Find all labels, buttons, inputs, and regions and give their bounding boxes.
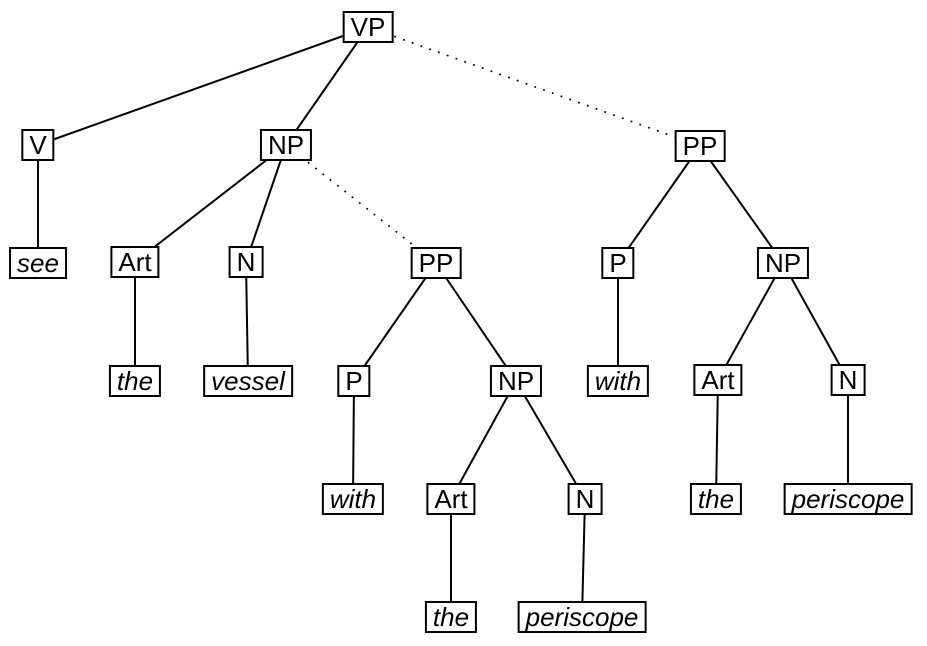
tree-edge-np3-art3 [717,262,784,381]
tree-node-with1: with [321,483,385,515]
tree-node-art1: Art [110,246,160,278]
tree-edge-vp-v [37,26,369,146]
tree-node-pp1: PP [410,247,462,279]
tree-edge-np1-pp1-dotted [285,144,437,264]
tree-edge-vp-np1 [285,26,369,146]
tree-edge-pp1-np2 [435,262,517,382]
tree-edge-pp2-np3 [699,145,784,264]
tree-edge-n2-per2 [581,498,586,618]
tree-node-art2: Art [426,483,476,515]
tree-edge-vp-pp2-dotted [367,26,701,147]
tree-edge-art3-the3 [715,379,719,500]
tree-edge-np3-n3 [782,262,849,381]
tree-node-p2: P [601,247,635,279]
tree-node-n3: N [830,364,866,396]
tree-edge-p1-with1 [352,380,355,500]
tree-node-n1: N [228,246,264,278]
tree-node-n2: N [567,483,603,515]
tree-edge-np2-n2 [515,380,586,500]
tree-edge-np2-art2 [450,380,517,500]
tree-node-p1: P [337,365,371,397]
tree-edge-np1-n1 [245,144,287,263]
tree-node-art3: Art [693,364,743,396]
tree-node-np1: NP [259,129,313,161]
tree-node-per2: periscope [517,601,647,633]
tree-node-the2: the [424,601,478,633]
tree-node-pp2: PP [674,130,726,162]
tree-node-np3: NP [756,247,810,279]
tree-node-vp: VP [342,11,394,43]
tree-node-vessel: vessel [203,365,293,397]
tree-node-with2: with [586,365,650,397]
tree-edge-np1-art1 [134,144,287,263]
tree-node-np2: NP [489,365,543,397]
tree-node-the3: the [689,483,743,515]
tree-node-per3: periscope [783,483,913,515]
tree-node-the1: the [108,365,162,397]
tree-node-v: V [21,129,55,161]
tree-edge-pp1-p1 [353,262,437,382]
tree-edge-pp2-p2 [617,145,701,264]
tree-edge-n1-vessel [245,261,249,382]
tree-node-see: see [9,247,67,279]
